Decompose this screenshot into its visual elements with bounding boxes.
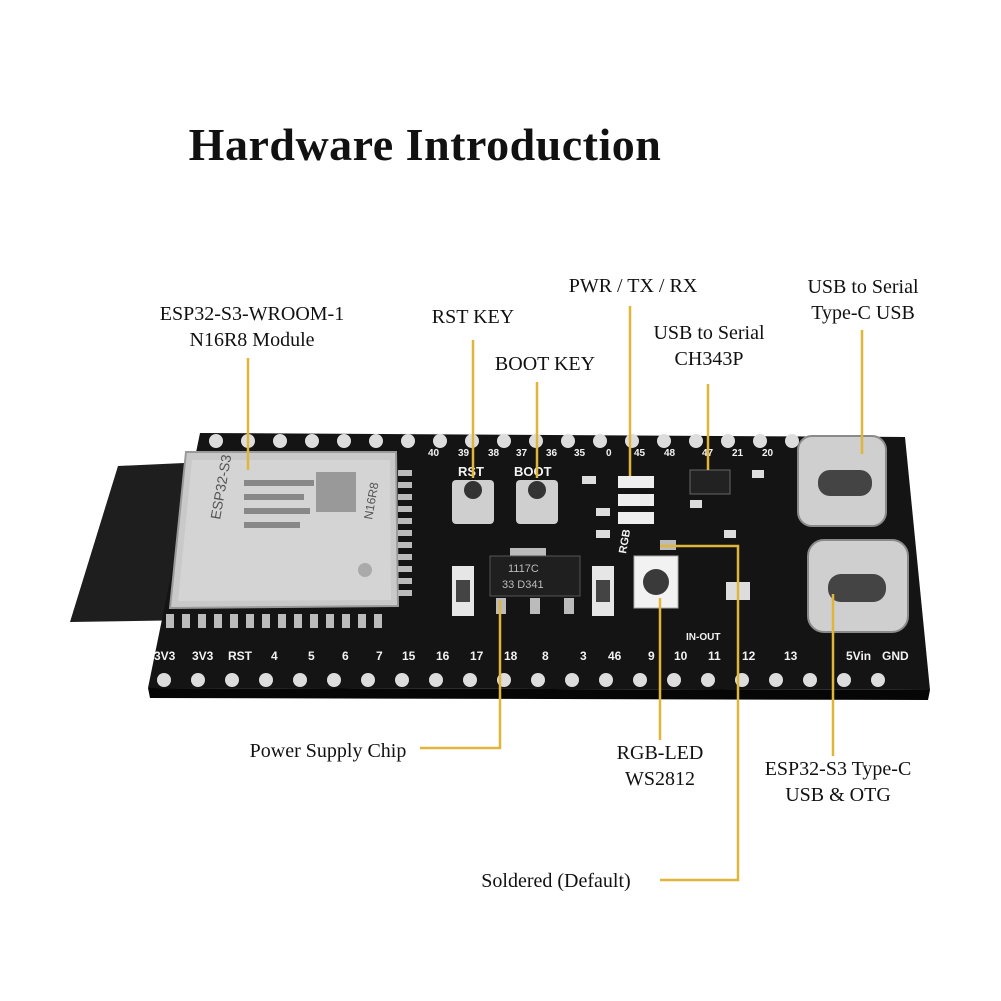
module-bottom-pads xyxy=(166,614,382,628)
leader-lines xyxy=(246,306,864,882)
pin-label: 5 xyxy=(308,649,315,663)
module-text: N16R8 xyxy=(361,481,381,521)
callout-soldered: Soldered (Default) xyxy=(481,870,631,892)
callout-line: CH343P xyxy=(674,348,744,370)
module-print xyxy=(244,472,372,577)
pin-label: 16 xyxy=(436,649,450,663)
pin-label: 15 xyxy=(402,649,416,663)
rx-led xyxy=(618,512,654,524)
callout-usb-otg: ESP32-S3 Type-C USB & OTG xyxy=(748,756,928,808)
pin-label: 48 xyxy=(664,448,676,459)
pin-label: 5Vin xyxy=(846,649,871,663)
callout-line: Type-C USB xyxy=(811,302,915,324)
callout-line: ESP32-S3 Type-C xyxy=(764,758,912,780)
pin-label: 3V3 xyxy=(154,649,176,663)
pin-label: 37 xyxy=(516,448,528,459)
callout-power-chip: Power Supply Chip xyxy=(249,740,407,762)
boot-button xyxy=(516,480,558,524)
callout-ch343p: USB to Serial CH343P xyxy=(638,320,780,372)
page-title: Hardware Introduction xyxy=(188,119,662,170)
pin-label: 9 xyxy=(648,649,655,663)
rst-silk: RST xyxy=(458,464,484,479)
pin-label: 8 xyxy=(542,649,549,663)
callout-line: WS2812 xyxy=(625,768,695,790)
pin-label: 3 xyxy=(580,649,587,663)
pin-label: 46 xyxy=(608,649,622,663)
callout-line: USB to Serial xyxy=(653,322,765,344)
rgb-silk: RGB xyxy=(617,528,633,554)
pin-label: GND xyxy=(882,649,909,663)
pin-label: 3V3 xyxy=(192,649,214,663)
in-out-silk: IN-OUT xyxy=(686,632,720,643)
boot-silk: BOOT xyxy=(514,464,552,479)
pin-label: 36 xyxy=(546,448,558,459)
reg-text: 33 D341 xyxy=(502,579,544,591)
pin-label: 7 xyxy=(376,649,383,663)
callout-boot-key: BOOT KEY xyxy=(494,353,596,375)
pin-label: 6 xyxy=(342,649,349,663)
pwr-led xyxy=(618,476,654,488)
passives xyxy=(582,470,764,538)
pin-label: 21 xyxy=(732,448,744,459)
tx-led xyxy=(618,494,654,506)
pin-label: 38 xyxy=(488,448,500,459)
pin-label: 39 xyxy=(458,448,470,459)
callout-rst-key: RST KEY xyxy=(431,306,515,328)
leader-soldered xyxy=(660,544,740,882)
callout-line: USB to Serial xyxy=(807,276,919,298)
pin-label: 20 xyxy=(762,448,774,459)
module-side-pads xyxy=(398,470,412,596)
bottom-pin-labels: 3V3 3V3 RST 4 5 6 7 15 16 17 18 8 3 46 9… xyxy=(154,649,909,663)
callout-line: USB & OTG xyxy=(785,784,891,806)
regulator-chip xyxy=(489,555,581,597)
callout-line: RGB-LED xyxy=(616,742,704,764)
pin-label: 13 xyxy=(784,649,798,663)
pin-label: 17 xyxy=(470,649,484,663)
bottom-header-pins xyxy=(157,673,885,687)
ch343p-chip xyxy=(689,469,731,495)
callout-line: N16R8 Module xyxy=(189,329,315,351)
callout-module: ESP32-S3-WROOM-1 N16R8 Module xyxy=(134,301,370,353)
reg-text: 1117C xyxy=(508,563,539,575)
pin-label: 4 xyxy=(271,649,278,663)
pin-label: 35 xyxy=(574,448,586,459)
pin-label: 18 xyxy=(504,649,518,663)
pin-label: RST xyxy=(228,649,253,663)
callout-rgb-led: RGB-LED WS2812 xyxy=(598,740,722,792)
pin-label: 45 xyxy=(634,448,646,459)
pin-label: 12 xyxy=(742,649,756,663)
callout-pwr-tx-rx: PWR / TX / RX xyxy=(568,275,698,297)
pin-label: 40 xyxy=(428,448,440,459)
callout-line: ESP32-S3-WROOM-1 xyxy=(159,303,345,325)
pin-label: 0 xyxy=(606,448,612,459)
callout-usb-serial: USB to Serial Type-C USB xyxy=(790,274,936,326)
leader-power-chip xyxy=(420,600,502,750)
pin-label: 11 xyxy=(708,649,721,663)
pin-label: 10 xyxy=(674,649,688,663)
rst-button xyxy=(452,480,494,524)
